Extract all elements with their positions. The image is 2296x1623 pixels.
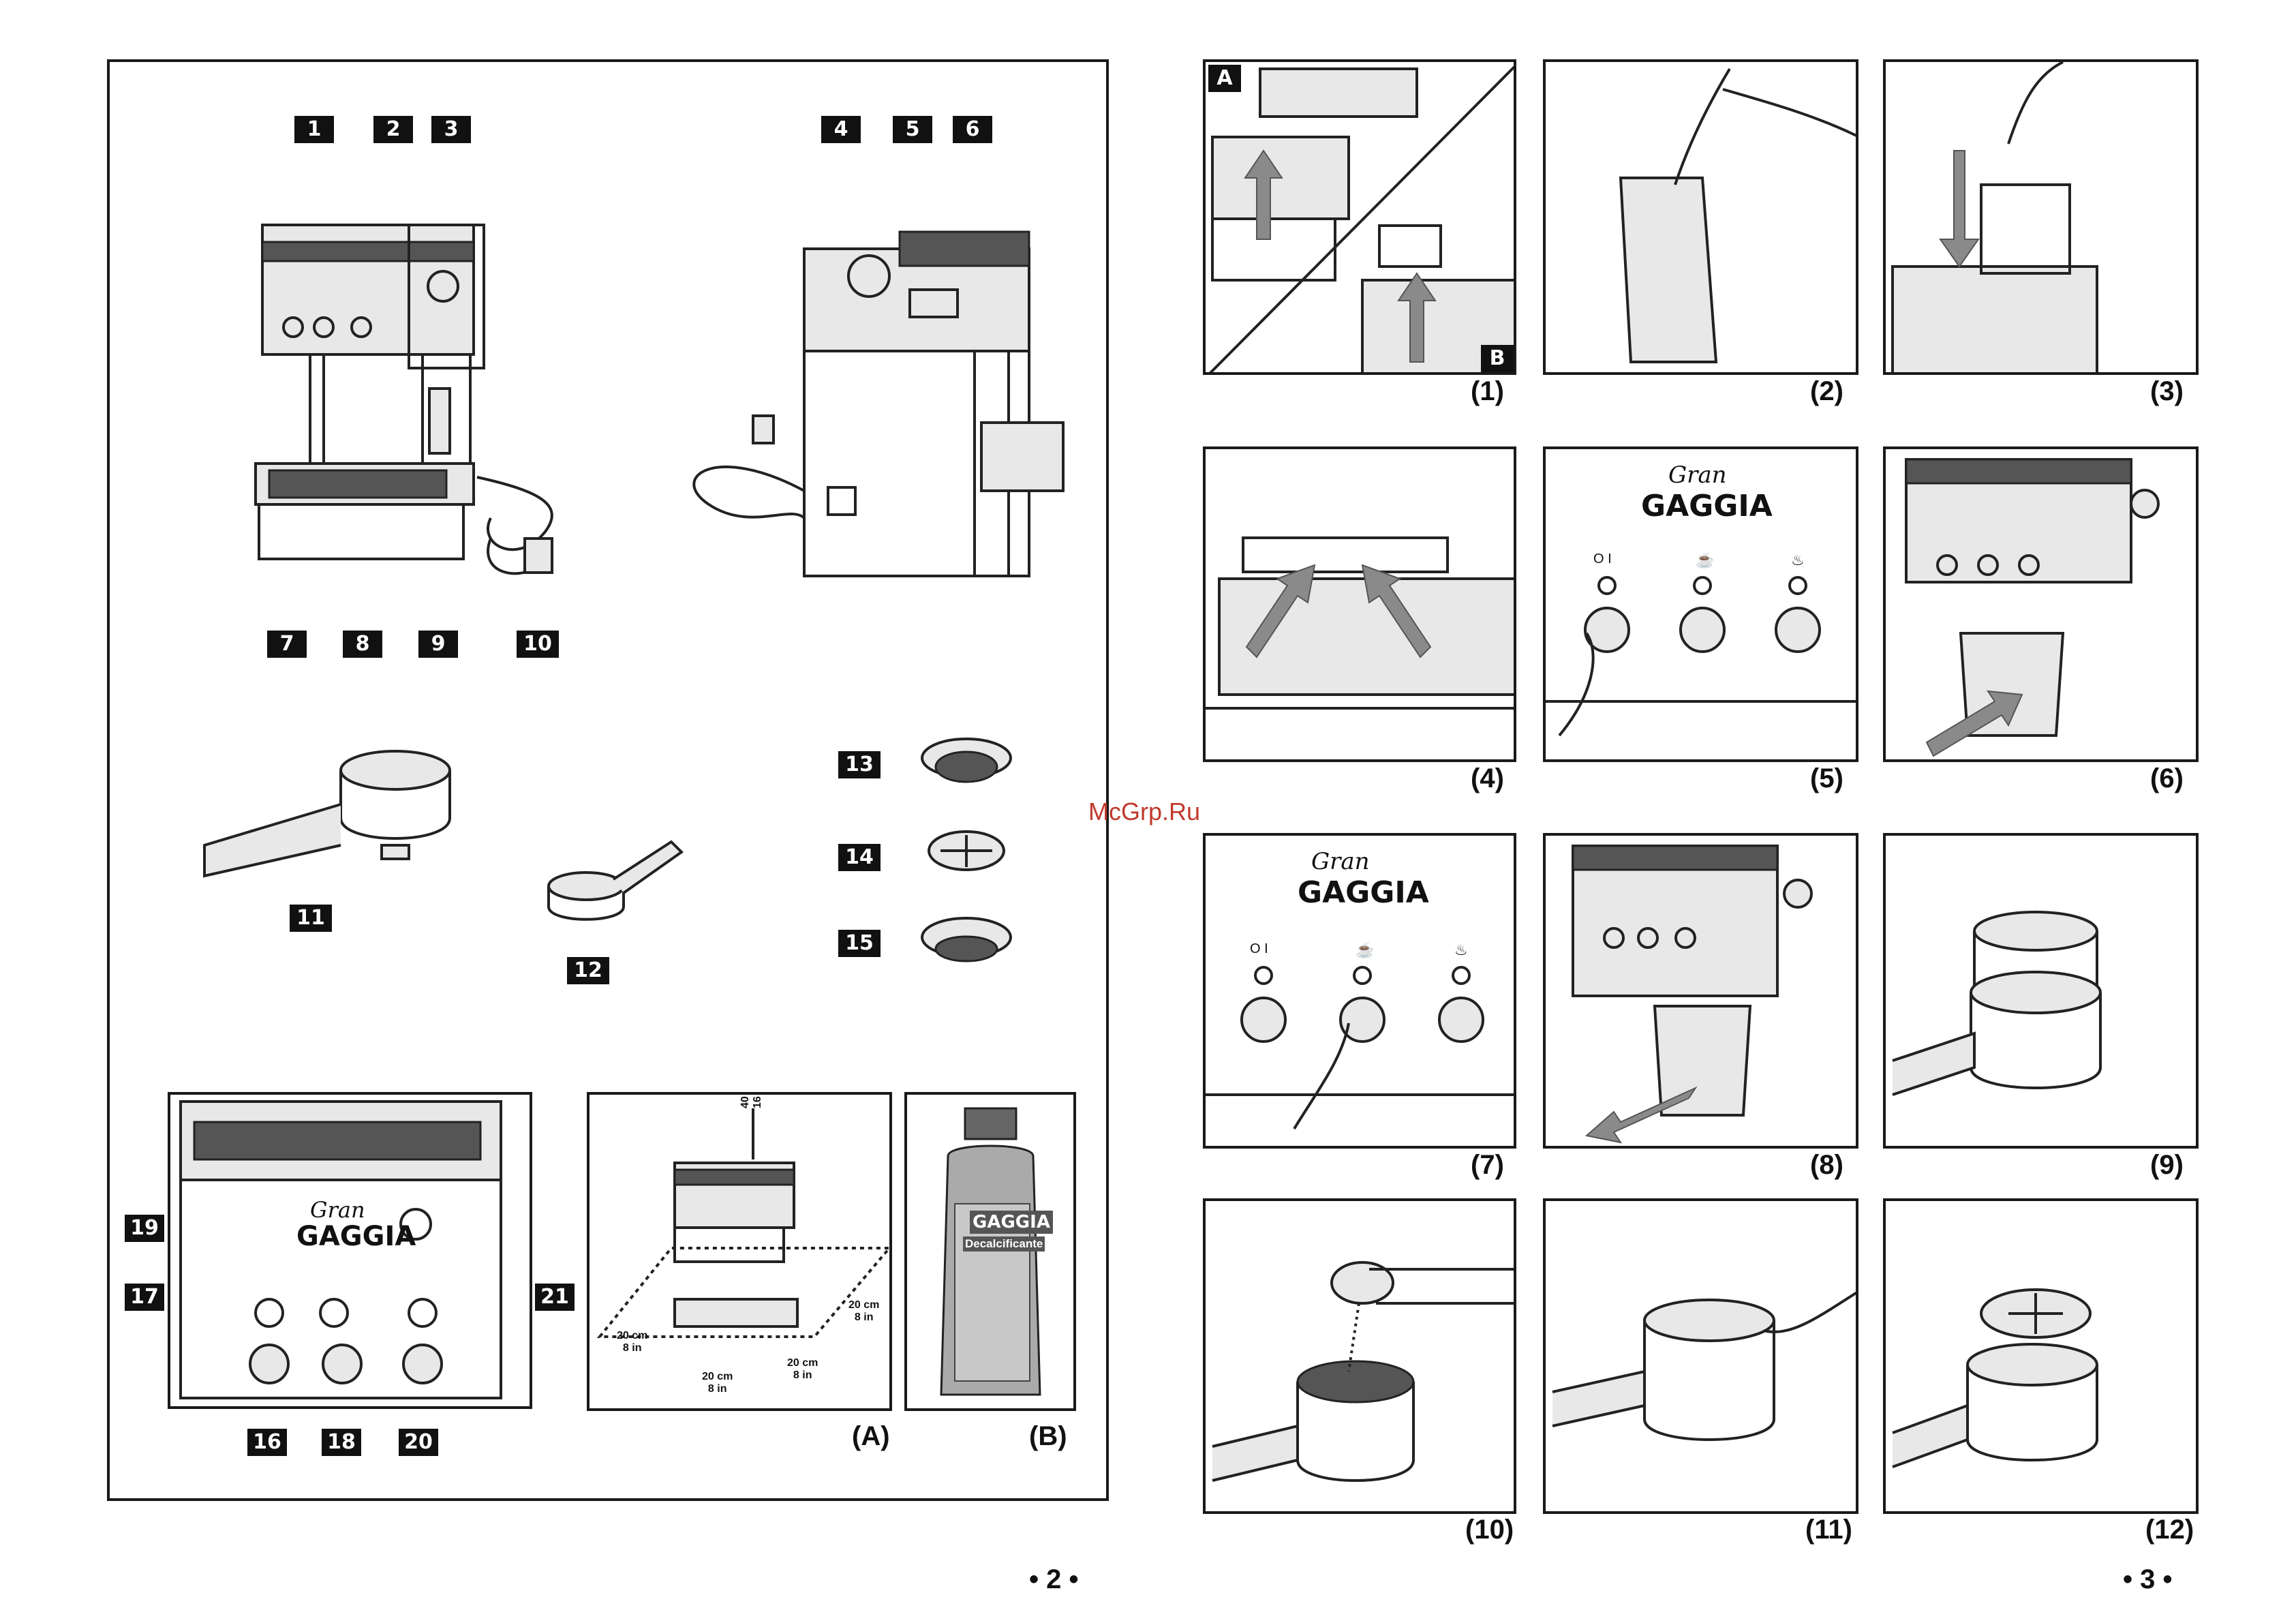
step-5-symbol-coffee: ☕	[1696, 551, 1714, 569]
step-6-caption: (6)	[2150, 763, 2184, 794]
watermark: McGrp.Ru	[1088, 798, 1200, 826]
part-label-14: 14	[838, 844, 881, 871]
step-1-label-a: A	[1208, 65, 1241, 92]
step-5-brand-name: GAGGIA	[1641, 489, 1773, 524]
step-9-frame	[1883, 833, 2199, 1149]
step-10-caption: (10)	[1465, 1515, 1514, 1545]
clearance-right-label: 20 cm 8 in	[787, 1357, 818, 1382]
step-2-caption: (2)	[1810, 376, 1843, 407]
step-7-symbol-coffee: ☕	[1356, 941, 1374, 959]
caption-b: (B)	[1029, 1421, 1067, 1452]
clearance-bottom-label: 20 cm 8 in	[702, 1371, 733, 1395]
page-number-left: • 2 •	[1029, 1564, 1078, 1595]
step-4-caption: (4)	[1471, 763, 1504, 794]
part-label-18: 18	[322, 1429, 361, 1456]
step-4-drawing	[1206, 449, 1516, 762]
bottle-product: Decalcificante	[963, 1237, 1045, 1252]
step-8-caption: (8)	[1810, 1150, 1843, 1181]
step-5-symbol-steam: ♨	[1791, 551, 1805, 569]
step-3-caption: (3)	[2150, 376, 2184, 407]
clearance-drawing	[590, 1095, 892, 1411]
part-label-13: 13	[838, 751, 881, 778]
step-5-caption: (5)	[1810, 763, 1843, 794]
page-number-right: • 3 •	[2123, 1564, 2172, 1595]
step-6-drawing	[1886, 449, 2199, 762]
step-9-caption: (9)	[2150, 1150, 2184, 1181]
step-12-caption: (12)	[2145, 1515, 2194, 1545]
part-label-20: 20	[399, 1429, 438, 1456]
step-5-brand-script: Gran	[1668, 461, 1727, 489]
part-label-16: 16	[247, 1429, 287, 1456]
panel-brand-name: GAGGIA	[296, 1221, 416, 1252]
clearance-top-label: 40 cm 16 in	[739, 1092, 764, 1108]
step-10-drawing	[1206, 1201, 1516, 1514]
step-7-brand-script: Gran	[1311, 848, 1370, 875]
bottle-frame: GAGGIA Decalcificante	[904, 1092, 1076, 1411]
step-12-frame	[1883, 1198, 2199, 1514]
step-2-frame	[1543, 59, 1858, 375]
step-5-frame: Gran GAGGIA O I ☕ ♨	[1543, 446, 1858, 762]
panel-brand-script: Gran	[310, 1197, 365, 1223]
step-1-caption: (1)	[1471, 376, 1504, 407]
part-label-21: 21	[535, 1284, 575, 1311]
step-7-symbol-power: O I	[1250, 941, 1268, 957]
step-9-drawing	[1886, 836, 2199, 1149]
caption-a: (A)	[852, 1421, 890, 1452]
step-12-drawing	[1886, 1201, 2199, 1514]
clearance-back-label: 20 cm 8 in	[848, 1299, 879, 1324]
step-7-brand-name: GAGGIA	[1298, 875, 1429, 910]
step-10-frame	[1203, 1198, 1516, 1514]
step-4-frame	[1203, 446, 1516, 762]
step-2-drawing	[1546, 62, 1858, 375]
clearance-diagram-frame: 40 cm 16 in 20 cm 8 in 20 cm 8 in 20 cm …	[587, 1092, 892, 1411]
step-7-symbol-steam: ♨	[1454, 941, 1468, 959]
step-5-symbol-power: O I	[1593, 551, 1612, 567]
step-11-frame	[1543, 1198, 1858, 1514]
step-1-label-b: B	[1481, 345, 1514, 372]
step-3-drawing	[1886, 62, 2199, 375]
step-8-drawing	[1546, 836, 1858, 1149]
step-7-frame: Gran GAGGIA O I ☕ ♨	[1203, 833, 1516, 1149]
step-8-frame	[1543, 833, 1858, 1149]
step-11-caption: (11)	[1805, 1515, 1852, 1545]
part-label-19: 19	[125, 1215, 164, 1242]
step-7-caption: (7)	[1471, 1150, 1504, 1181]
part-label-15: 15	[838, 930, 881, 957]
part-label-17: 17	[125, 1284, 164, 1311]
control-panel-frame: Gran GAGGIA	[168, 1092, 532, 1409]
step-11-drawing	[1546, 1201, 1858, 1514]
step-3-frame	[1883, 59, 2199, 375]
bottle-brand: GAGGIA	[970, 1211, 1053, 1234]
step-1-drawing	[1206, 62, 1516, 375]
clearance-left-label: 20 cm 8 in	[617, 1330, 647, 1354]
step-1-frame: A B	[1203, 59, 1516, 375]
bottle-drawing	[907, 1095, 1076, 1411]
step-6-frame	[1883, 446, 2199, 762]
